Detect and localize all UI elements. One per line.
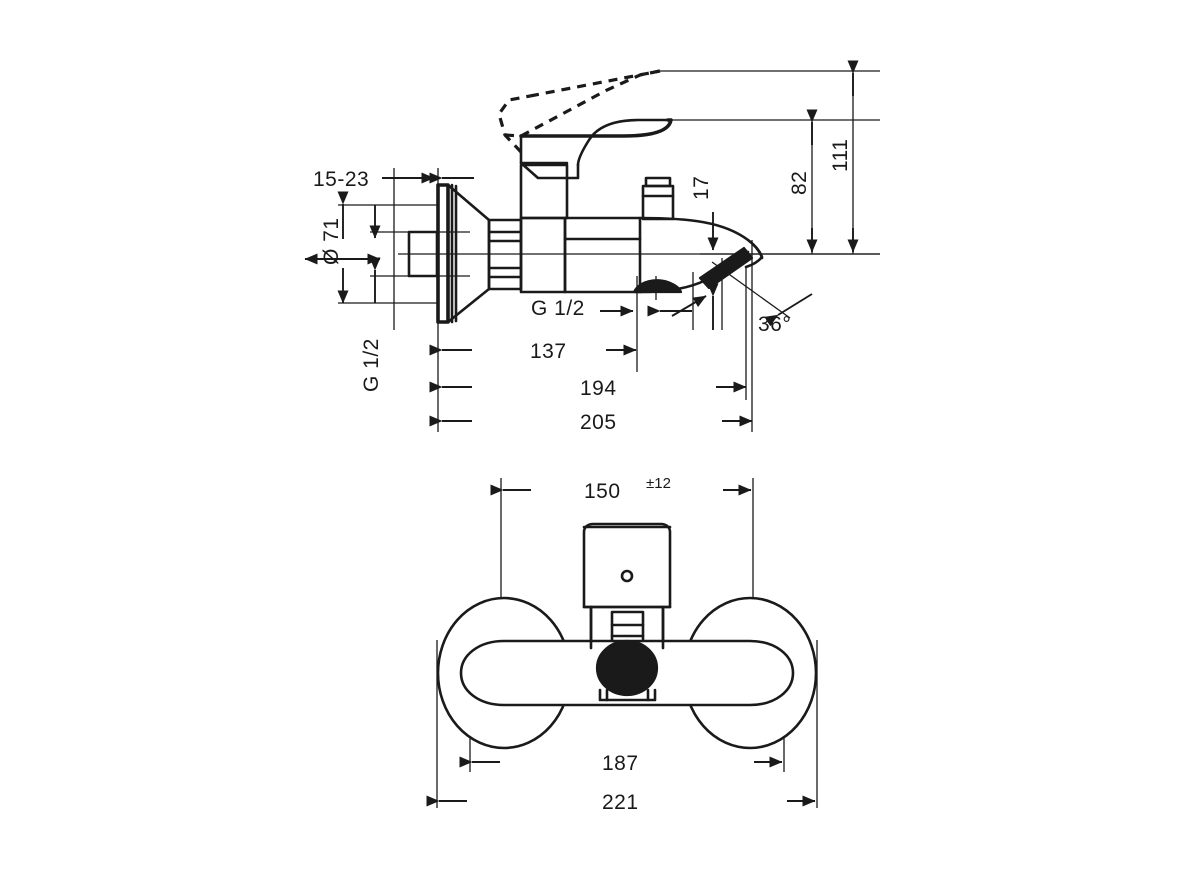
dimension-label-diameter-71: Ø 71 (320, 217, 343, 265)
shower-outlet-stub (641, 176, 675, 221)
dimension-label-15-23: 15-23 (313, 168, 369, 191)
dimension-187: 187 (459, 752, 783, 775)
dimension-label-187: 187 (602, 752, 639, 775)
dimension-221: 221 (426, 791, 816, 814)
dimension-angle-36: 36° (671, 293, 813, 336)
dimension-label-205: 205 (580, 411, 617, 434)
front-diverter-button (595, 639, 659, 702)
dimension-17: 17 (690, 176, 719, 251)
side-elevation-view: 15-23 Ø 71 G 1/2 G 1/2 17 (304, 60, 880, 434)
spout-aerator (698, 246, 754, 290)
dimension-205: 205 (429, 411, 753, 434)
dimension-150: 150 ±12 (490, 475, 752, 503)
dimension-label-111: 111 (829, 139, 852, 172)
dimension-194: 194 (429, 377, 747, 400)
dimension-label-137: 137 (530, 340, 567, 363)
dimension-label-17: 17 (690, 176, 713, 200)
dimension-label-36deg: 36° (758, 313, 791, 336)
inlet-union-nut (487, 218, 523, 291)
front-elevation-view: 150 ±12 187 221 (426, 475, 818, 814)
dimension-137: 137 (429, 340, 637, 363)
dimension-escutcheon-diameter: Ø 71 (304, 191, 381, 304)
front-body-neck (589, 605, 665, 650)
lever-handle (519, 118, 673, 180)
dimension-label-tolerance-12: ±12 (646, 475, 671, 492)
mixer-body-side (519, 163, 642, 294)
dimension-label-221: 221 (602, 791, 639, 814)
dimension-label-150: 150 (584, 480, 621, 503)
dimension-label-82: 82 (788, 171, 811, 195)
label-outlet-thread-g12: G 1/2 (531, 297, 585, 320)
label-inlet-thread-g12: G 1/2 (360, 338, 383, 392)
diverter-knob (632, 279, 683, 294)
dimension-diverter-ticks (600, 283, 719, 330)
dimension-wall-offset: 15-23 (313, 168, 474, 191)
front-top-spigot (582, 522, 672, 658)
lever-handle-ghost (497, 69, 661, 154)
dimension-111: 111 (829, 60, 859, 254)
dimension-82: 82 (788, 109, 818, 254)
dimension-label-194: 194 (580, 377, 617, 400)
